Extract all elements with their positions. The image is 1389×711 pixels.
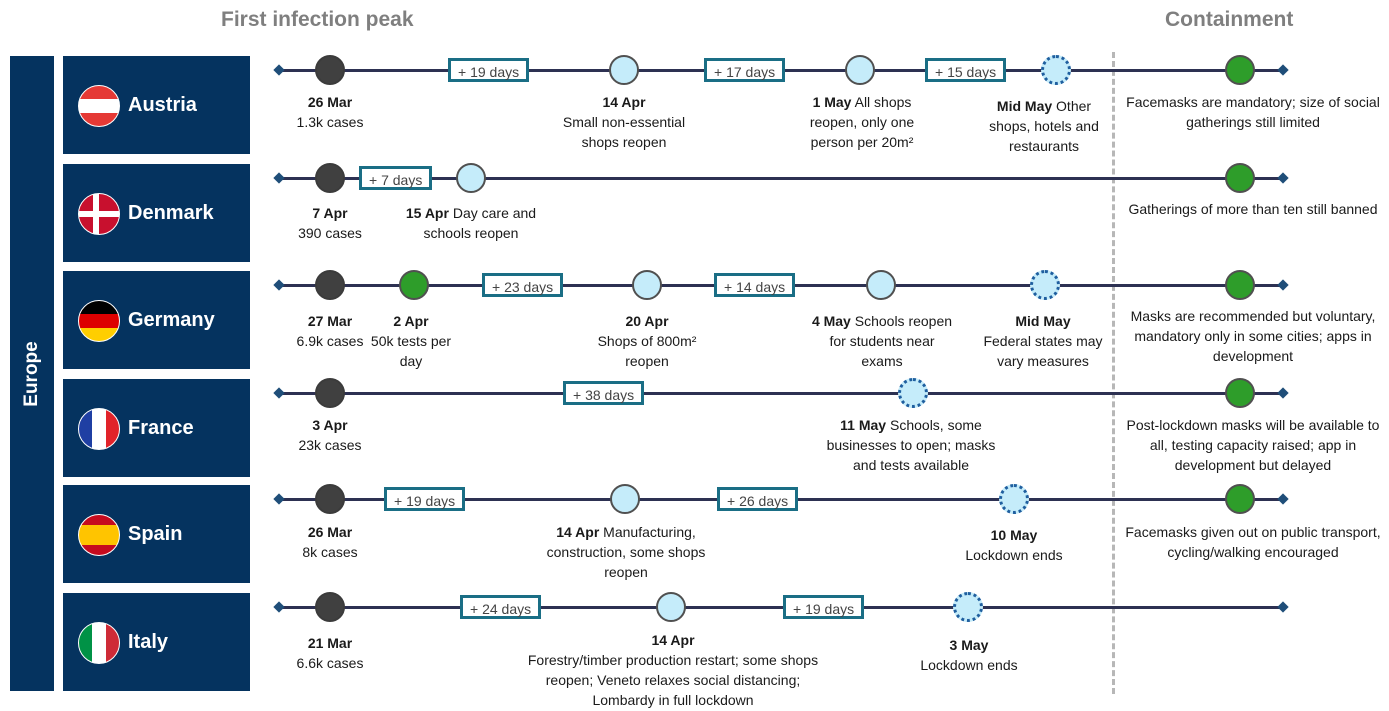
containment-text: Post-lockdown masks will be available to… <box>1126 417 1380 473</box>
containment-text: Gatherings of more than ten still banned <box>1128 201 1378 217</box>
reopening-marker <box>610 484 640 514</box>
country-name: Austria <box>128 94 197 116</box>
country-name: Germany <box>128 309 215 331</box>
containment-marker <box>1225 270 1255 300</box>
duration-box: + 14 days <box>714 273 796 297</box>
france-flag-icon <box>78 408 120 450</box>
country-name: Spain <box>128 523 183 545</box>
header-first-infection-peak: First infection peak <box>221 8 414 31</box>
planned-reopening-marker <box>1030 270 1060 300</box>
region-label: Europe <box>21 341 42 407</box>
spain-flag-icon <box>78 514 120 556</box>
containment-marker <box>1225 484 1255 514</box>
duration-box: + 26 days <box>717 487 799 511</box>
timeline-denmark <box>280 177 1283 180</box>
reopening-marker <box>632 270 662 300</box>
duration-box: + 19 days <box>783 595 865 619</box>
timeline-end-marker <box>1277 172 1289 184</box>
containment-marker <box>1225 378 1255 408</box>
duration-box: + 17 days <box>704 58 786 82</box>
event-label: 15 Apr Day care and schools reopen <box>405 205 537 241</box>
timeline-start-marker <box>273 64 285 76</box>
denmark-flag-icon <box>78 193 120 235</box>
peak-marker <box>315 378 345 408</box>
peak-marker <box>315 484 345 514</box>
planned-reopening-marker <box>1041 55 1071 85</box>
timeline-end-marker <box>1277 64 1289 76</box>
testing-marker <box>399 270 429 300</box>
event-label: 4 May Schools reopen for students near e… <box>811 313 953 369</box>
duration-box: + 24 days <box>460 595 542 619</box>
timeline-end-marker <box>1277 279 1289 291</box>
containment-marker <box>1225 163 1255 193</box>
duration-box: + 38 days <box>563 381 645 405</box>
country-name: France <box>128 417 194 439</box>
planned-reopening-marker <box>898 378 928 408</box>
peak-marker <box>315 55 345 85</box>
timeline-start-marker <box>273 172 285 184</box>
duration-box: + 19 days <box>448 58 530 82</box>
country-spain: Spain <box>63 485 250 583</box>
event-label: 14 Apr Manufacturing, construction, some… <box>546 524 706 580</box>
planned-reopening-marker <box>999 484 1029 514</box>
country-denmark: Denmark <box>63 164 250 262</box>
reopening-marker <box>656 592 686 622</box>
containment-text: Facemasks given out on public transport,… <box>1125 524 1381 560</box>
germany-flag-icon <box>78 300 120 342</box>
header-containment: Containment <box>1165 8 1294 31</box>
country-austria: Austria <box>63 56 250 154</box>
duration-box: + 23 days <box>482 273 564 297</box>
country-name: Denmark <box>128 202 214 224</box>
containment-text: Masks are recommended but voluntary, man… <box>1130 308 1376 364</box>
timeline-france <box>280 392 1283 395</box>
duration-box: + 7 days <box>359 166 433 190</box>
country-name: Italy <box>128 631 169 653</box>
event-label: 11 May Schools, some businesses to open;… <box>826 417 996 473</box>
country-italy: Italy <box>63 593 250 691</box>
country-france: France <box>63 379 250 477</box>
country-germany: Germany <box>63 271 250 369</box>
italy-flag-icon <box>78 622 120 664</box>
timeline-end-marker <box>1277 387 1289 399</box>
reopening-marker <box>456 163 486 193</box>
containment-marker <box>1225 55 1255 85</box>
peak-marker <box>315 592 345 622</box>
timeline-start-marker <box>273 387 285 399</box>
timeline-italy <box>280 606 1283 609</box>
austria-flag-icon <box>78 85 120 127</box>
reopening-marker <box>845 55 875 85</box>
planned-reopening-marker <box>953 592 983 622</box>
peak-marker <box>315 163 345 193</box>
duration-box: + 15 days <box>925 58 1007 82</box>
event-label: Mid May Other shops, hotels and restaura… <box>989 98 1099 154</box>
timeline-start-marker <box>273 601 285 613</box>
region-label-box: Europe <box>10 56 54 691</box>
timeline-end-marker <box>1277 601 1289 613</box>
timeline-start-marker <box>273 279 285 291</box>
containment-text: Facemasks are mandatory; size of social … <box>1126 94 1380 130</box>
reopening-marker <box>609 55 639 85</box>
timeline-end-marker <box>1277 493 1289 505</box>
event-label: 1 May All shops reopen, only one person … <box>809 94 915 150</box>
timeline-start-marker <box>273 493 285 505</box>
peak-marker <box>315 270 345 300</box>
duration-box: + 19 days <box>384 487 466 511</box>
containment-divider <box>1112 52 1115 694</box>
reopening-marker <box>866 270 896 300</box>
